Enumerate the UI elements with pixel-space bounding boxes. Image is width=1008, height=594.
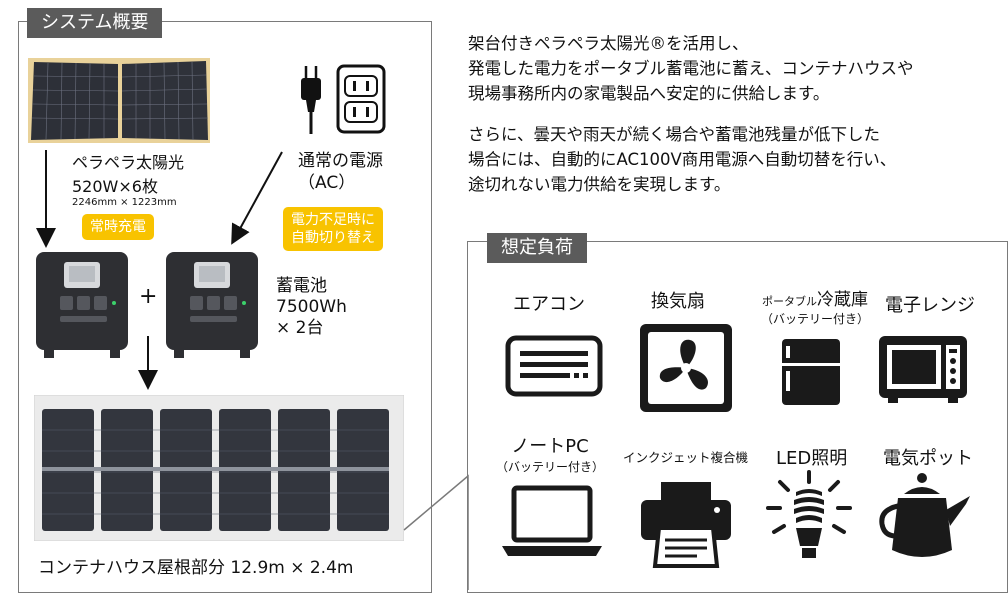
solar-panel-image — [28, 58, 210, 143]
overview-panel — [18, 21, 432, 593]
outlet-plug-image — [301, 64, 386, 134]
led-bulb-icon — [766, 470, 852, 558]
overview-title: システム概要 — [27, 8, 163, 38]
microwave-label: 電子レンジ — [885, 295, 975, 316]
kettle-icon — [879, 473, 970, 557]
flow-arrows — [36, 150, 283, 390]
roof-label: コンテナハウス屋根部分 12.9m × 2.4m — [38, 558, 354, 578]
printer-icon — [641, 482, 731, 568]
fridge-icon — [782, 339, 840, 405]
microwave-icon — [879, 336, 967, 403]
fan-icon — [640, 324, 732, 412]
kettle-label: 電気ポット — [883, 448, 973, 469]
printer-label: インクジェット複合機 — [623, 450, 749, 465]
battery-spec-label: 蓄電池 7500Wh × 2台 — [276, 276, 347, 338]
fridge-label: ポータブル冷蔵庫 （バッテリー付き） — [760, 290, 869, 326]
always-charge-bubble: 常時充電 — [82, 214, 154, 240]
description-paragraph-1: 架台付きペラペラ太陽光®を活用し、 発電した電力をポータブル蓄電池に蓄え、コンテ… — [468, 34, 914, 103]
solar-spec-label: ペラペラ太陽光 520W×6枚 2246mm × 1223mm — [72, 153, 185, 208]
roof-solar-panels-image — [34, 395, 404, 541]
led-label: LED照明 — [776, 448, 848, 469]
plus-sign: + — [139, 284, 158, 309]
grid-power-label: 通常の電源 （AC） — [298, 151, 383, 193]
auto-switch-bubble: 電力不足時に 自動切り替え — [283, 207, 383, 251]
laptop-icon — [502, 485, 602, 556]
battery-unit-2 — [166, 252, 258, 358]
aircon-icon — [505, 335, 603, 397]
aircon-label: エアコン — [513, 294, 585, 315]
laptop-label: ノートPC （バッテリー付き） — [495, 436, 604, 474]
battery-unit-1 — [36, 252, 128, 358]
loads-title: 想定負荷 — [487, 233, 587, 263]
description-paragraph-2: さらに、曇天や雨天が続く場合や蓄電池残量が低下した 場合には、自動的にAC100… — [468, 125, 897, 194]
fan-label: 換気扇 — [651, 291, 705, 312]
